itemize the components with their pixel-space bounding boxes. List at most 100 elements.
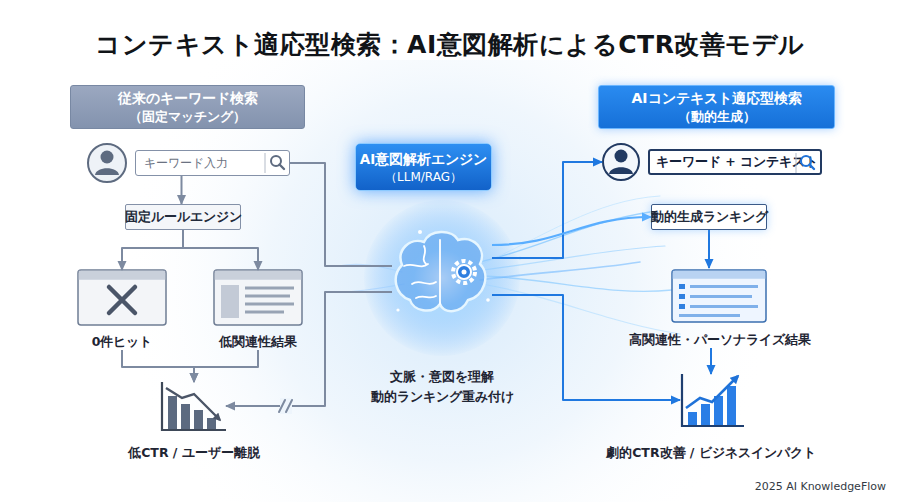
engine-subtitle: （LLM/RAG）: [385, 169, 462, 185]
watermark-label: 2025 AI KnowledgeFlow: [700, 480, 886, 493]
process-box: 固定ルールエンジン: [125, 204, 241, 230]
section-header: AIコンテキスト適応型検索（動的生成）: [598, 85, 835, 129]
search-placeholder: キーワード入力: [144, 155, 228, 172]
section-header: 従来のキーワード検索（固定マッチング）: [70, 85, 305, 129]
flow-connector: [710, 348, 712, 374]
sparkle: [396, 308, 399, 311]
result-bullet: [679, 294, 685, 299]
result-window: 高関連性・パーソナライズ結果: [630, 268, 810, 348]
header-title: 従来のキーワード検索: [118, 89, 258, 108]
trend-arrow: [166, 388, 220, 420]
brain-glow: [364, 200, 520, 356]
result-window-icon: [672, 270, 766, 322]
flow-connector: [708, 230, 710, 268]
result-lines: [245, 288, 294, 312]
result-window: 低関連性結果: [206, 270, 310, 350]
search-field: キーワード + コンテキスト: [648, 149, 822, 175]
gear-hub: [462, 270, 467, 275]
brain-engine: 文脈・意図を理解 動的ランキング重み付け: [392, 228, 492, 323]
magnifier-handle: [280, 165, 285, 170]
process-label: 動的生成ランキング: [651, 209, 768, 226]
brain-fold: [412, 282, 436, 284]
window-frame: [78, 270, 166, 325]
flow-connector: [181, 176, 183, 204]
flow-connector: [122, 350, 194, 382]
search-divider: [796, 153, 797, 173]
gear-teeth: [453, 261, 475, 283]
magnifier-handle: [810, 165, 815, 170]
chart-bar: [194, 410, 203, 430]
context-search-box: キーワード + コンテキスト: [602, 142, 822, 182]
header-subtitle: （動的生成）: [678, 108, 756, 125]
rising-chart-icon: [682, 374, 744, 426]
diagram-title: コンテキスト適応型検索：AI意図解析によるCTR改善モデル: [0, 28, 900, 61]
user-head: [101, 151, 114, 164]
engine-caption: 文脈・意図を理解 動的ランキング重み付け: [356, 367, 528, 407]
engine-box: AI意図解析エンジン（LLM/RAG）: [355, 143, 492, 191]
result-window: 0件ヒット: [70, 270, 174, 350]
magnifier-lens: [801, 156, 811, 166]
result-bullet: [679, 304, 685, 309]
process-label: 固定ルールエンジン: [125, 209, 242, 226]
chart-bar: [688, 412, 697, 426]
search-icon: [796, 153, 814, 173]
user-circle: [88, 144, 126, 182]
flow-connector: [194, 350, 258, 382]
user-icon: [88, 144, 126, 182]
search-query: キーワード + コンテキスト: [656, 154, 818, 171]
gear: [457, 265, 471, 279]
flow-connector: [183, 230, 258, 270]
outcome-label: 劇的CTR改善 / ビジネスインパクト: [606, 445, 816, 462]
search-box: キーワード入力: [135, 150, 290, 176]
chart-axis: [682, 374, 744, 426]
result-label: 高関連性・パーソナライズ結果: [629, 332, 811, 348]
brain-outline: [396, 232, 486, 311]
search-divider: [265, 153, 266, 173]
chart-bar: [181, 404, 190, 430]
x-mark: [109, 287, 135, 313]
break-slash: [279, 400, 292, 412]
chart-bar: [168, 396, 177, 430]
window-titlebar: [673, 271, 766, 279]
process-box: 動的生成ランキング: [651, 204, 767, 230]
header-subtitle: （固定マッチング）: [129, 108, 246, 125]
result-label: 0件ヒット: [92, 334, 153, 350]
brain-fold: [416, 296, 436, 298]
user-icon: [603, 144, 639, 180]
outcome-chart: 低CTR / ユーザー離脱: [162, 382, 226, 430]
result-label: 低関連性結果: [219, 334, 297, 350]
user-circle: [603, 144, 639, 180]
list-window-icon: [214, 270, 302, 325]
search-icon: [265, 153, 284, 173]
engine-title: AI意図解析エンジン: [360, 150, 487, 169]
header-title: AIコンテキスト適応型検索: [631, 89, 801, 108]
flow-connector: [492, 217, 651, 245]
sparkle: [486, 298, 490, 302]
window-frame: [214, 270, 302, 325]
result-lines: [679, 287, 758, 316]
background-glow: [0, 60, 900, 502]
magnifier-lens: [271, 156, 281, 166]
brain-fold: [439, 240, 441, 304]
empty-window-icon: [78, 270, 166, 325]
result-bullet: [679, 284, 685, 289]
window-titlebar: [215, 271, 302, 280]
sparkle: [418, 230, 422, 234]
window-titlebar: [79, 271, 166, 280]
brain-fold: [424, 246, 426, 264]
brain-folds: [404, 240, 440, 304]
user-body: [95, 168, 119, 175]
window-frame: [672, 270, 766, 322]
declining-chart-icon: [162, 382, 226, 430]
trend-arrow: [686, 376, 738, 408]
chart-axis: [162, 382, 226, 430]
chart-bar: [727, 386, 736, 426]
flow-connector: [492, 295, 680, 400]
user-head: [615, 150, 628, 163]
